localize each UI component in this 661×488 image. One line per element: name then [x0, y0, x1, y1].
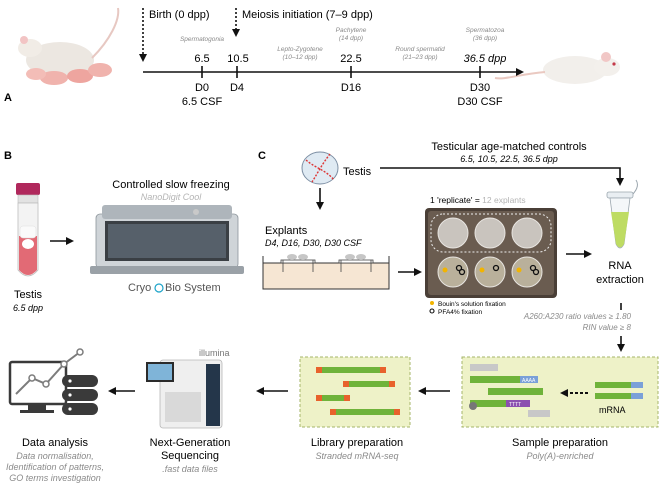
tick-10-5: 10.5: [227, 53, 248, 65]
legend-bouin: Bouin's solution fixation: [438, 301, 506, 308]
brand-cryo: Cryo: [128, 282, 151, 294]
stage-spermatogonia: Spermatogonia: [180, 36, 224, 43]
analysis-title: Data analysis: [22, 437, 89, 449]
eppendorf-tube-icon: [606, 179, 638, 249]
stage-spermatozoa-days: (36 dpp): [473, 35, 497, 42]
testis-icon: [301, 151, 339, 185]
sequencer-machine-image: [146, 359, 223, 429]
stage-pachytene-days: (14 dpp): [339, 35, 363, 42]
legend-pfa: PFA4% fixation: [438, 309, 482, 316]
label-6-5-csf: 6.5 CSF: [182, 96, 223, 108]
mrna-strands-icon: [595, 382, 643, 399]
culture-plate-photo: [425, 208, 557, 298]
illumina-logo: illumina: [199, 348, 230, 358]
analysis-sub-1: Data normalisation,: [16, 451, 94, 461]
controls-title: Testicular age-matched controls: [431, 141, 587, 153]
tttt-tag: TTTT: [509, 402, 521, 408]
stage-round-spermatid-days: (21–23 dpp): [402, 54, 437, 61]
birth-label: Birth (0 dpp): [149, 9, 210, 21]
library-title: Library preparation: [311, 437, 403, 449]
mrna-label: mRNA: [599, 405, 626, 415]
label-d30-csf: D30 CSF: [457, 96, 503, 108]
rin-text: RIN value ≥ 8: [583, 323, 632, 332]
replicate-text: 1 'replicate' = 12 explants: [430, 195, 526, 205]
tube-subtitle: 6.5 dpp: [13, 303, 43, 313]
panel-label-b: B: [4, 150, 12, 162]
freezer-machine-image: [90, 205, 244, 274]
controls-subtitle: 6.5, 10.5, 22.5, 36.5 dpp: [460, 154, 558, 164]
stage-pachytene: Pachytene: [336, 27, 367, 34]
cryotube-image: [16, 183, 40, 277]
explant-dish-schematic: [262, 254, 390, 290]
timeline-ticks: [201, 66, 481, 78]
tick-36-5: 36.5 dpp: [464, 53, 507, 65]
label-d4: D4: [230, 82, 244, 94]
tick-22-5: 22.5: [340, 53, 361, 65]
stage-round-spermatid: Round spermatid: [395, 46, 445, 53]
explants-title: Explants: [265, 225, 308, 237]
panel-label-a: A: [4, 92, 12, 104]
rna-title: RNA: [608, 260, 632, 272]
stage-lepto-zygotene-days: (10–12 dpp): [282, 54, 317, 61]
analysis-sub-3: GO terms investigation: [9, 473, 101, 483]
adult-mouse-image: [494, 52, 620, 84]
label-d0: D0: [195, 82, 209, 94]
legend-bouin-marker: [430, 301, 434, 305]
ngs-title-2: Sequencing: [161, 450, 219, 462]
sample-title: Sample preparation: [512, 437, 608, 449]
data-analysis-icon: [8, 348, 98, 415]
label-d30: D30: [470, 82, 490, 94]
cryo-bio-system-logo: Cryo Bio System: [128, 282, 221, 294]
meiosis-label: Meiosis initiation (7–9 dpp): [242, 9, 373, 21]
tick-6-5: 6.5: [194, 53, 209, 65]
brand-bio-system: Bio System: [165, 282, 221, 294]
ngs-subtitle: .fast data files: [162, 464, 218, 474]
rna-title-2: extraction: [596, 274, 644, 286]
arrow-controls-to-rna: [380, 167, 624, 186]
aaaa-tag-1: AAAA: [522, 378, 536, 384]
legend-pfa-marker: [429, 308, 435, 314]
stage-lepto-zygotene: Lepto-Zygotene: [277, 46, 323, 53]
library-fragments: [316, 367, 400, 415]
stage-spermatozoa: Spermatozoa: [466, 27, 505, 34]
freeze-title: Controlled slow freezing: [112, 179, 229, 191]
label-d16: D16: [341, 82, 361, 94]
freeze-subtitle: NanoDigit Cool: [141, 192, 203, 202]
ngs-title: Next-Generation: [150, 437, 231, 449]
mice-group-image: [18, 7, 120, 85]
sample-subtitle: Poly(A)-enriched: [526, 451, 594, 461]
tube-title: Testis: [14, 289, 43, 301]
analysis-sub-2: Identification of patterns,: [6, 462, 104, 472]
ratio-text: A260:A230 ratio values ≥ 1.80: [523, 312, 632, 321]
sample-prep-schematic: AAAA TTTT: [469, 364, 550, 417]
explants-subtitle: D4, D16, D30, D30 CSF: [265, 238, 362, 248]
panel-label-c: C: [258, 150, 266, 162]
testis-label: Testis: [343, 166, 372, 178]
library-subtitle: Stranded mRNA-seq: [315, 451, 398, 461]
